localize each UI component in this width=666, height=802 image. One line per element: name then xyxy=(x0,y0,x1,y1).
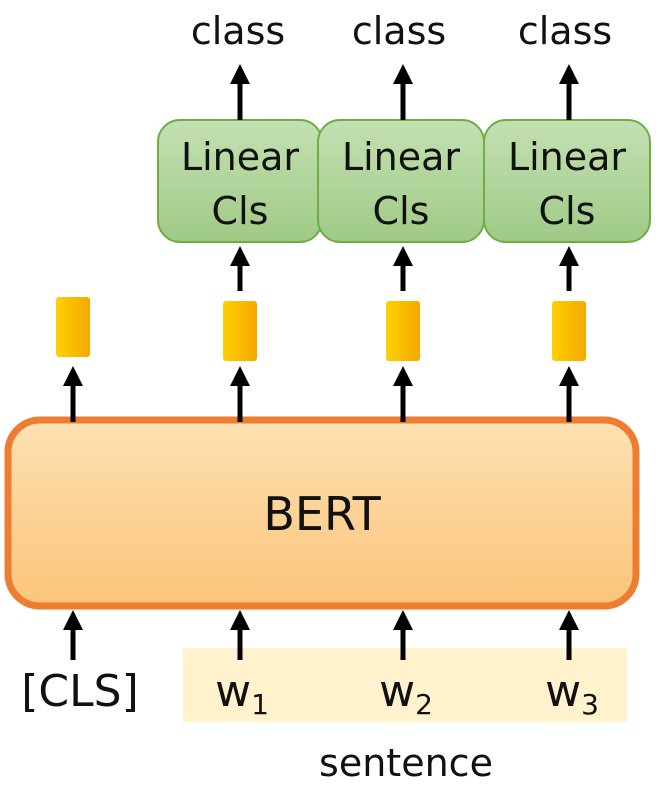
classifier-3-line1: Linear xyxy=(508,135,626,179)
classifier-1-line1: Linear xyxy=(181,135,299,179)
classifier-2-line1: Linear xyxy=(342,135,460,179)
token-w2-label: w2 xyxy=(379,666,433,721)
classifier-2-line2: Cls xyxy=(373,189,430,233)
token-w3-sub: 3 xyxy=(581,688,599,721)
bert-encoder-box xyxy=(4,416,640,610)
token-w1-label: w1 xyxy=(215,666,269,721)
output-class-1: class xyxy=(191,9,285,53)
classifier-3-line2: Cls xyxy=(539,189,596,233)
output-class-2: class xyxy=(352,9,446,53)
sentence-label: sentence xyxy=(319,741,493,785)
embedding-w2 xyxy=(386,301,420,361)
embedding-w3 xyxy=(552,301,586,361)
output-class-3: class xyxy=(518,9,612,53)
token-w2-sub: 2 xyxy=(415,688,433,721)
embedding-cls xyxy=(56,297,90,357)
cls-token-label: [CLS] xyxy=(21,666,139,717)
token-w1-base: w xyxy=(215,666,251,717)
sentence-band xyxy=(183,648,627,722)
token-w1-sub: 1 xyxy=(251,688,269,721)
classifier-1-line2: Cls xyxy=(212,189,269,233)
bert-label: BERT xyxy=(263,487,381,541)
token-w2-base: w xyxy=(379,666,415,717)
token-w3-label: w3 xyxy=(545,666,599,721)
token-w3-base: w xyxy=(545,666,581,717)
embedding-w1 xyxy=(223,301,257,361)
